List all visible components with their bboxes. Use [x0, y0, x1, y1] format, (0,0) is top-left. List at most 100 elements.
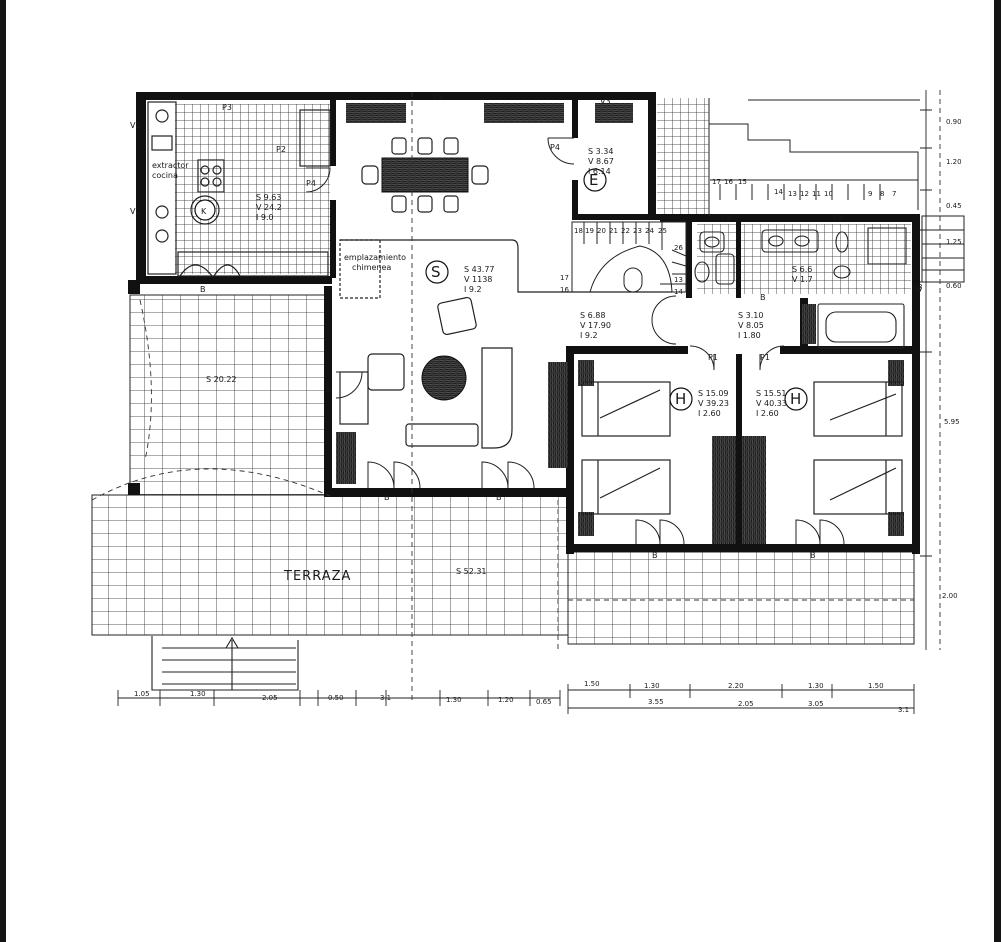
svg-text:3.1: 3.1 — [898, 706, 909, 714]
hall-volume: V 17.90 — [580, 321, 611, 330]
svg-text:2.20: 2.20 — [728, 682, 744, 690]
corridor-volume: V 8.05 — [738, 321, 764, 330]
coffee-table — [421, 355, 467, 401]
svg-text:17: 17 — [560, 274, 569, 282]
interior-stair — [571, 221, 687, 293]
svg-text:1.50: 1.50 — [868, 682, 884, 690]
svg-text:18: 18 — [574, 227, 583, 235]
corridor-light: I 1.80 — [738, 331, 761, 340]
svg-text:17: 17 — [712, 178, 721, 186]
svg-text:0.60: 0.60 — [946, 282, 962, 290]
kitchen-volume: V 24.2 — [256, 203, 282, 212]
svg-text:22: 22 — [621, 227, 630, 235]
svg-text:25: 25 — [658, 227, 667, 235]
svg-text:0.90: 0.90 — [946, 118, 962, 126]
bath-volume: V 1.7 — [792, 275, 813, 284]
tag-p1b: P1 — [760, 353, 770, 362]
svg-text:14: 14 — [674, 288, 683, 296]
svg-text:1.25: 1.25 — [946, 238, 962, 246]
tag-p3: P3 — [222, 103, 232, 112]
tag-v2a: V2 — [130, 121, 141, 130]
corridor-area: S 3.10 — [738, 311, 763, 320]
svg-text:2.00: 2.00 — [942, 592, 958, 600]
svg-text:2.05: 2.05 — [262, 694, 278, 702]
dashed-lines — [91, 90, 941, 700]
kitchen-fittings — [147, 101, 331, 277]
tag-b5: B — [652, 551, 658, 560]
tag-b1: B — [200, 285, 206, 294]
kitchen-floor — [175, 104, 330, 274]
terrace-area: S 52.31 — [456, 567, 487, 576]
svg-text:13: 13 — [674, 276, 683, 284]
tag-v3c: V3 — [832, 213, 843, 222]
svg-text:0.50: 0.50 — [328, 694, 344, 702]
svg-text:1.30: 1.30 — [190, 690, 206, 698]
svg-text:23: 23 — [633, 227, 642, 235]
tag-v1: V1 — [432, 93, 443, 102]
doors — [305, 137, 845, 545]
exterior-stair — [708, 98, 965, 283]
svg-text:26: 26 — [674, 244, 683, 252]
svg-text:2.05: 2.05 — [738, 700, 754, 708]
tag-v2b: V2 — [130, 207, 141, 216]
chimney-note-2: chimenea — [352, 263, 391, 272]
svg-text:19: 19 — [585, 227, 594, 235]
tag-v3b: V3 — [720, 213, 731, 222]
beds — [581, 381, 903, 515]
tag-b3: B — [384, 493, 390, 502]
svg-text:3.05: 3.05 — [808, 700, 824, 708]
svg-text:14: 14 — [774, 188, 783, 196]
salon-area: S 43.77 — [464, 265, 495, 274]
hall-area: S 6.88 — [580, 311, 605, 320]
porch-area: S 20.22 — [206, 375, 237, 384]
entry-light: I 6.14 — [588, 167, 611, 176]
scan-border-left — [0, 0, 6, 942]
tag-p2: P2 — [276, 145, 286, 154]
terrace-floor — [91, 294, 915, 645]
element-tags: V1 V2 V2 V3 V3 V3 V3 P3 P2 P4 P4 P1 P1 B… — [130, 93, 923, 560]
svg-text:1.30: 1.30 — [644, 682, 660, 690]
svg-text:12: 12 — [800, 190, 809, 198]
tag-b7: B — [760, 293, 766, 302]
entry-letter: E — [589, 171, 598, 189]
dimension-labels: 1.05 1.30 2.05 0.50 3.1 1.30 1.20 0.65 1… — [134, 118, 962, 714]
hall-light: I 9.2 — [580, 331, 598, 340]
bed1-area: S 15.09 — [698, 389, 729, 398]
front-steps — [151, 636, 299, 691]
svg-text:8: 8 — [880, 190, 884, 198]
svg-text:0.45: 0.45 — [946, 202, 962, 210]
svg-text:1.20: 1.20 — [946, 158, 962, 166]
bathroom-fittings — [694, 227, 907, 349]
svg-text:1.05: 1.05 — [134, 690, 150, 698]
extractor-note-2: cocina — [152, 171, 178, 180]
svg-text:21: 21 — [609, 227, 618, 235]
hall-floor — [657, 98, 709, 216]
bed2-light: I 2.60 — [756, 409, 779, 418]
kitchen-letter: K — [201, 207, 207, 216]
entry-area: S 3.34 — [588, 147, 613, 156]
bed2-letter: H — [790, 390, 801, 408]
chimney-note-1: emplazamiento — [344, 253, 406, 262]
tag-p4b: P4 — [550, 143, 560, 152]
bed2-area: S 15.51 — [756, 389, 787, 398]
svg-text:15: 15 — [738, 178, 747, 186]
kitchen-light: I 9.0 — [256, 213, 274, 222]
bath-area: S 6.6 — [792, 265, 812, 274]
tag-p4a: P4 — [306, 179, 316, 188]
svg-text:1.50: 1.50 — [584, 680, 600, 688]
svg-text:10: 10 — [824, 190, 833, 198]
terrace-label: TERRAZA — [283, 569, 351, 584]
bed1-light: I 2.60 — [698, 409, 721, 418]
svg-text:9: 9 — [868, 190, 872, 198]
tag-b2: B — [326, 385, 332, 394]
tag-p1a: P1 — [708, 353, 718, 362]
extractor-note-1: extractor — [152, 161, 189, 170]
salon-volume: V 1138 — [464, 275, 492, 284]
stair-numbers: 18 19 20 21 22 23 24 25 26 17 16 13 14 1… — [560, 178, 896, 296]
svg-text:11: 11 — [812, 190, 821, 198]
svg-text:7: 7 — [892, 190, 896, 198]
kitchen-area: S 9.63 — [256, 193, 281, 202]
walls — [128, 92, 920, 554]
tag-v3d: V3 — [912, 283, 923, 292]
